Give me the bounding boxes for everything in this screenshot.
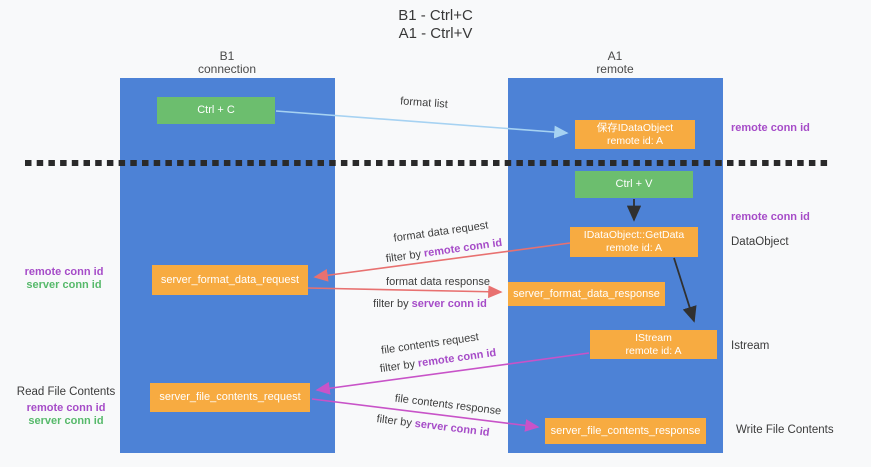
server-conn-id-keyword: server conn id [411, 298, 487, 310]
annotation-write-file-contents: Write File Contents [736, 424, 834, 436]
annotation-left-remote-conn-id-1: remote conn id [24, 266, 104, 278]
node-istream-line2: remote id: A [625, 344, 682, 357]
node-format-request-label: server_format_data_request [160, 273, 300, 286]
lifeline-a1-name: A1 [607, 49, 623, 63]
node-istream: IStream remote id: A [590, 330, 717, 359]
arrow-format-data-response [307, 285, 503, 299]
filter-by-text: filter by [385, 248, 422, 266]
node-save-idataobject-line1: 保存IDataObject [596, 121, 674, 134]
node-ctrl-v: Ctrl + V [575, 171, 693, 198]
annotation-remote-conn-id-top: remote conn id [731, 122, 810, 134]
annotation-remote-conn-id-mid: remote conn id [731, 211, 810, 223]
annotation-left-remote-conn-id-2: remote conn id [26, 402, 106, 414]
title-line-1: B1 - Ctrl+C [398, 7, 473, 24]
lifeline-header-b1: B1 connection [147, 50, 307, 76]
filter-by-text: filter by [375, 413, 413, 430]
node-file-request-label: server_file_contents_request [159, 391, 301, 403]
title-line-2: A1 - Ctrl+V [398, 25, 473, 42]
lifeline-header-a1: A1 remote [535, 50, 695, 76]
annotation-left-server-conn-id-1: server conn id [26, 279, 102, 291]
node-getdata-line1: IDataObject::GetData [583, 229, 685, 241]
annotation-left-server-conn-id-2: server conn id [28, 415, 104, 427]
annotation-istream: Istream [731, 340, 770, 352]
node-istream-line1: IStream [635, 331, 672, 344]
remote-conn-id-keyword: remote conn id [417, 346, 497, 370]
annotation-read-file-contents: Read File Contents [16, 386, 116, 398]
node-ctrl-c-label: Ctrl + C [197, 104, 235, 116]
node-server-file-contents-response: server_file_contents_response [545, 418, 706, 444]
node-server-format-data-response: server_format_data_response [508, 282, 665, 306]
node-server-format-data-request: server_format_data_request [152, 265, 308, 295]
label-format-data-response: format data response [386, 276, 490, 288]
node-save-idataobject-line2: remote id: A [606, 134, 664, 147]
node-idataobject-getdata: IDataObject::GetData remote id: A [570, 227, 698, 257]
node-ctrl-v-label: Ctrl + V [615, 178, 653, 190]
server-conn-id-keyword: server conn id [414, 417, 491, 439]
node-file-response-label: server_file_contents_response [550, 424, 701, 437]
node-save-idataobject: 保存IDataObject remote id: A [575, 120, 695, 149]
node-ctrl-c: Ctrl + C [157, 97, 275, 124]
label-format-list: format list [399, 95, 449, 111]
filter-by-text: filter by [379, 358, 416, 376]
node-getdata-line2: remote id: A [605, 242, 663, 254]
annotation-dataobject: DataObject [731, 236, 789, 248]
lifeline-a1-role: remote [596, 62, 634, 76]
node-format-response-label: server_format_data_response [513, 287, 660, 300]
label-file-contents-response: file contents response [394, 392, 502, 418]
node-server-file-contents-request: server_file_contents_request [150, 383, 310, 412]
remote-conn-id-keyword: remote conn id [423, 236, 503, 260]
lifeline-b1-role: connection [197, 62, 257, 76]
diagram-title: B1 - Ctrl+C A1 - Ctrl+V [0, 7, 871, 43]
filter-by-text: filter by [373, 298, 409, 310]
lifeline-b1-name: B1 [219, 49, 235, 63]
